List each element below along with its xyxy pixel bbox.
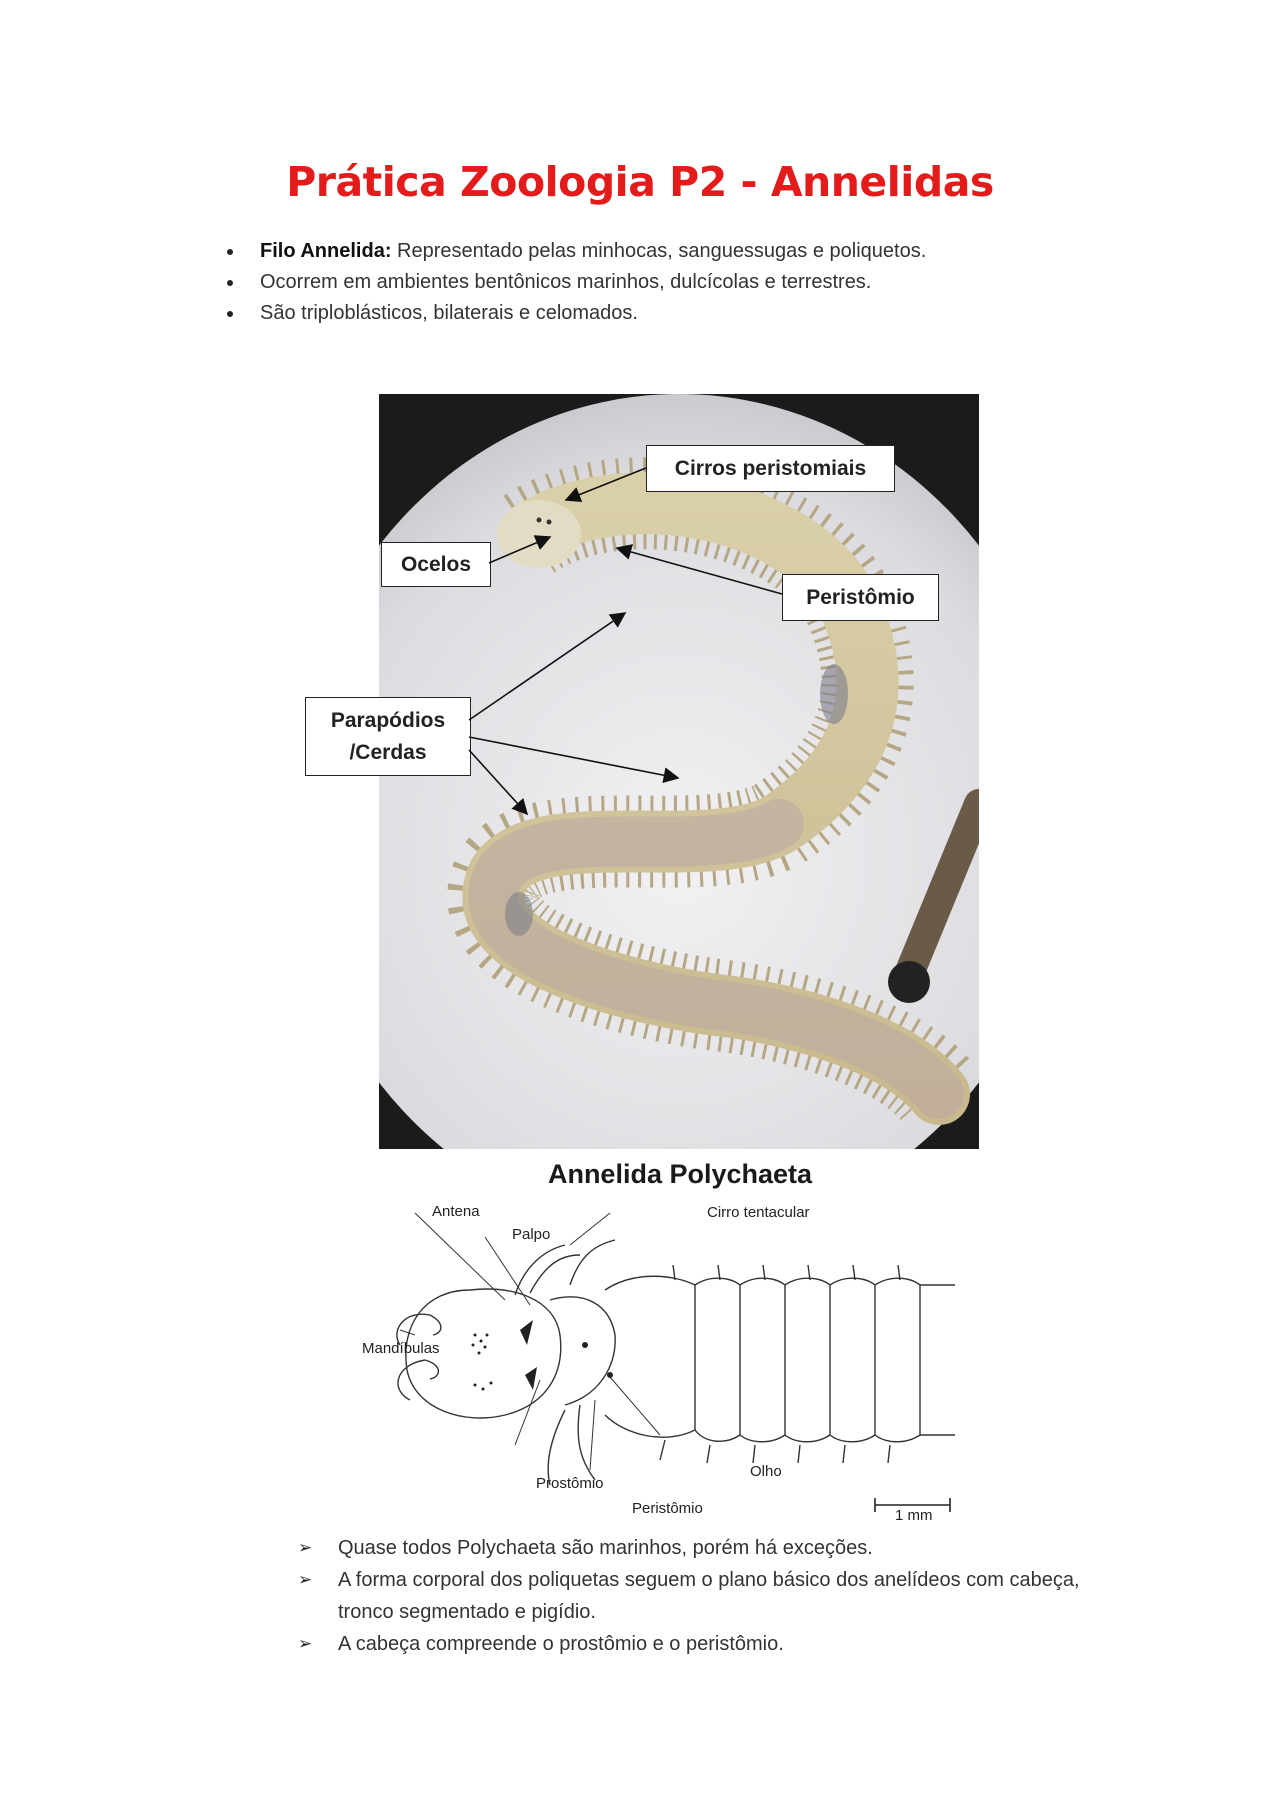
note-text: A forma corporal dos poliquetas seguem o… — [338, 1569, 1080, 1623]
callout-cirros-peristomiais: Cirros peristomiais — [646, 445, 895, 492]
label-scale: 1 mm — [895, 1507, 933, 1524]
leader-olho — [609, 1376, 661, 1436]
leader-cirro — [569, 1212, 611, 1246]
leader-peristomio — [589, 1399, 596, 1471]
page-title: Prática Zoologia P2 - Annelidas — [286, 158, 994, 206]
callout-ocelos: Ocelos — [381, 542, 491, 587]
arrow-bullet-icon: ➢ — [298, 1570, 313, 1589]
section-subtitle: Annelida Polychaeta — [547, 1159, 813, 1189]
note-text: A cabeça compreende o prostômio e o peri… — [338, 1633, 784, 1655]
callout-parapodios-line2: /Cerdas — [349, 740, 427, 764]
label-palpo: Palpo — [512, 1226, 551, 1243]
list-item: Ocorrem em ambientes bentônicos marinhos… — [222, 267, 926, 298]
bullet-text: Ocorrem em ambientes bentônicos marinhos… — [260, 271, 872, 293]
list-item: ➢ A forma corporal dos poliquetas seguem … — [296, 1564, 1128, 1628]
label-prostomio: Prostômio — [536, 1475, 604, 1492]
arrow-bullet-icon: ➢ — [298, 1538, 313, 1557]
intro-bullet-list: Filo Annelida: Representado pelas minhoc… — [222, 236, 926, 329]
arrow-bullet-icon: ➢ — [298, 1634, 313, 1653]
list-item: Filo Annelida: Representado pelas minhoc… — [222, 236, 926, 267]
bullet-text: Representado pelas minhocas, sanguessuga… — [391, 240, 927, 262]
bullet-text: São triploblásticos, bilaterais e celoma… — [260, 302, 638, 324]
leader-palpo — [484, 1236, 531, 1306]
note-text: Quase todos Polychaeta são marinhos, por… — [338, 1537, 873, 1559]
polychaete-diagram — [396, 1212, 955, 1512]
list-item: ➢ A cabeça compreende o prostômio e o per… — [296, 1628, 1128, 1660]
callout-parapodios: Parapódios /Cerdas — [305, 697, 471, 776]
label-cirro-tentacular: Cirro tentacular — [707, 1204, 810, 1221]
bullet-bold-term: Filo Annelida: — [260, 240, 392, 262]
leader-prostomio — [514, 1379, 541, 1446]
label-mandibulas: Mandíbulas — [362, 1340, 440, 1357]
label-peristomio: Peristômio — [632, 1500, 703, 1517]
callout-peristomio: Peristômio — [782, 574, 939, 621]
label-olho: Olho — [750, 1463, 782, 1480]
leader-antena — [414, 1212, 506, 1301]
label-antena: Antena — [432, 1203, 480, 1220]
list-item: ➢ Quase todos Polychaeta são marinhos, po… — [296, 1532, 1128, 1564]
polychaeta-notes-list: ➢ Quase todos Polychaeta são marinhos, po… — [296, 1532, 1128, 1660]
callout-parapodios-line1: Parapódios — [330, 708, 446, 732]
list-item: São triploblásticos, bilaterais e celoma… — [222, 298, 926, 329]
leader-mandibulas — [399, 1329, 416, 1336]
